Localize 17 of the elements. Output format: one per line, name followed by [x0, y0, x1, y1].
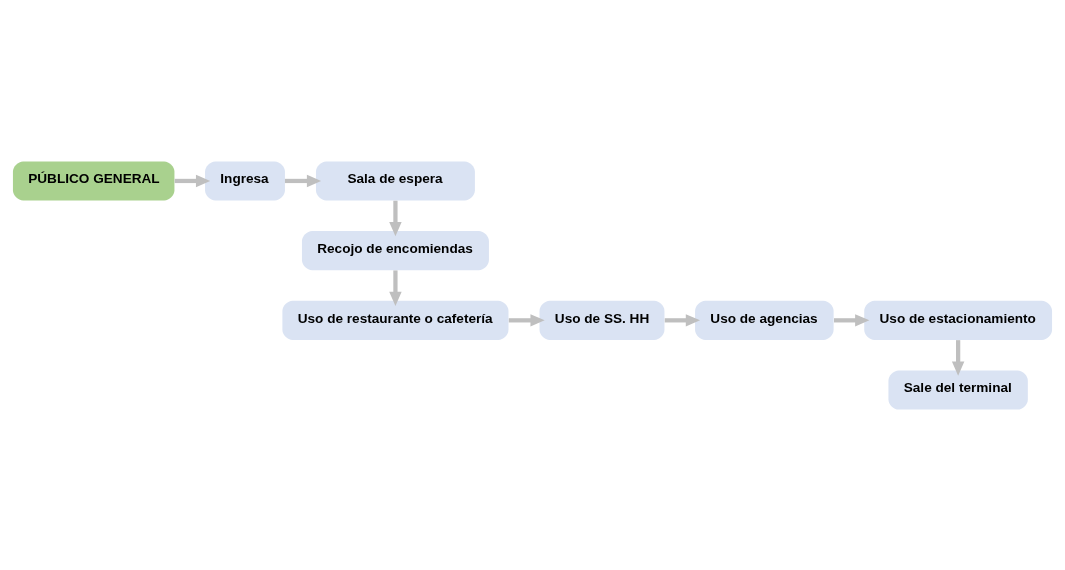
arrow	[284, 174, 322, 187]
arrow	[951, 339, 965, 376]
node-box: Ingresa	[205, 160, 285, 200]
node-box: Uso de agencias	[695, 300, 834, 340]
arrow	[834, 313, 870, 327]
node-box: Uso de restaurante o cafetería	[282, 300, 509, 340]
arrow	[508, 313, 545, 327]
node-box: Sala de espera	[315, 160, 475, 200]
arrow	[389, 200, 402, 236]
node-box: Uso de SS. HH	[539, 300, 665, 340]
node-box: Recojo de encomiendas	[301, 230, 489, 270]
arrow	[174, 174, 211, 187]
node-box: Sale del terminal	[888, 370, 1028, 410]
node-box: PÚBLICO GENERAL	[12, 160, 175, 200]
node-box: Uso de estacionamiento	[864, 300, 1053, 340]
arrow	[389, 269, 402, 306]
arrow	[664, 313, 701, 327]
